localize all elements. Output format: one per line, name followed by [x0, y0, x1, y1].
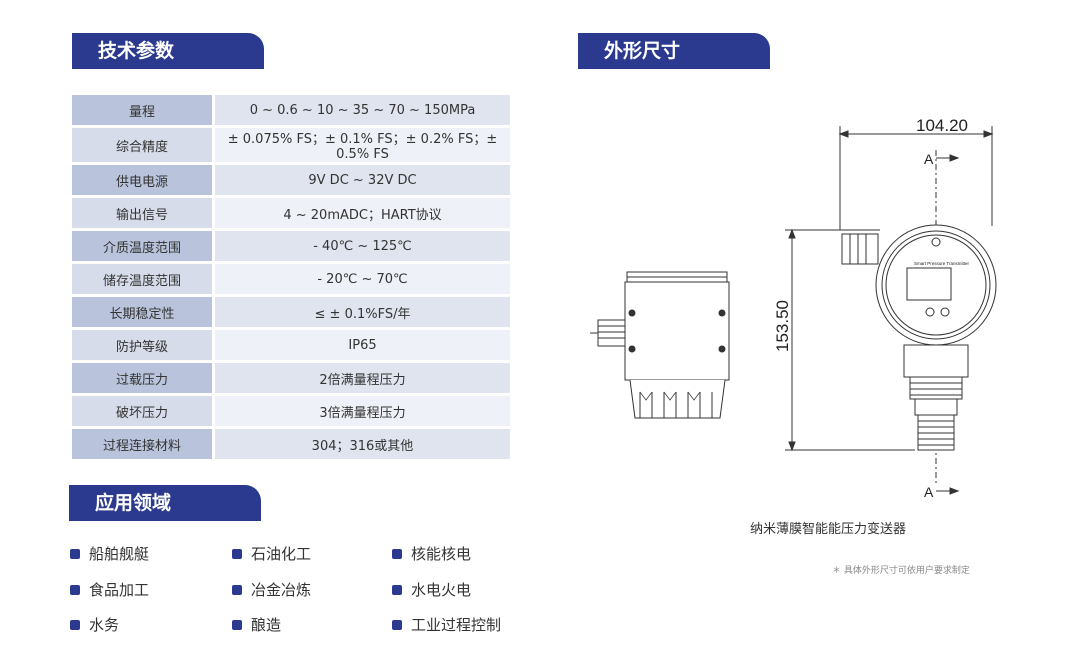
height-dimension-label: 153.50: [773, 300, 792, 352]
spec-label: 破坏压力: [72, 396, 215, 426]
dimension-drawing: 104.20 153.50 A A Smart Pressure Transmi…: [590, 116, 997, 500]
section-mark-bottom: A: [924, 484, 934, 500]
spec-label: 长期稳定性: [72, 297, 215, 327]
spec-label: 过载压力: [72, 363, 215, 393]
front-view-drawing: [785, 126, 997, 495]
application-label: 船舶舰艇: [89, 545, 150, 563]
spec-row: 介质温度范围- 40℃ ~ 125℃: [72, 231, 510, 261]
dimension-note: ＊ 具体外形尺寸可依用户要求制定: [832, 566, 970, 576]
spec-value: 9V DC ~ 32V DC: [215, 165, 510, 195]
spec-value: 4 ~ 20mADC；HART协议: [215, 198, 510, 228]
application-label: 工业过程控制: [411, 616, 502, 634]
application-item: 酿造: [232, 614, 281, 636]
application-label: 石油化工: [251, 545, 312, 563]
square-bullet-icon: [70, 585, 80, 595]
width-dimension-label: 104.20: [916, 116, 968, 135]
spec-row: 长期稳定性≤ ± 0.1%FS/年: [72, 297, 510, 327]
spec-label: 过程连接材料: [72, 429, 215, 459]
square-bullet-icon: [392, 620, 402, 630]
spec-row: 储存温度范围- 20℃ ~ 70℃: [72, 264, 510, 294]
application-item: 工业过程控制: [392, 614, 501, 636]
spec-label: 防护等级: [72, 330, 215, 360]
application-item: 核能核电: [392, 543, 471, 565]
spec-value: ± 0.075% FS；± 0.1% FS；± 0.2% FS；± 0.5% F…: [215, 128, 510, 162]
spec-row: 综合精度± 0.075% FS；± 0.1% FS；± 0.2% FS；± 0.…: [72, 128, 510, 162]
specs-section-title: 技术参数: [72, 33, 264, 69]
applications-section-title: 应用领域: [69, 485, 261, 521]
square-bullet-icon: [232, 620, 242, 630]
application-item: 石油化工: [232, 543, 311, 565]
square-bullet-icon: [70, 549, 80, 559]
spec-label: 综合精度: [72, 128, 215, 162]
application-item: 水务: [70, 614, 119, 636]
spec-label: 储存温度范围: [72, 264, 215, 294]
drawing-caption: 纳米薄膜智能能压力变送器: [750, 522, 907, 537]
spec-value: 304；316或其他: [215, 429, 510, 459]
dimensions-section-title: 外形尺寸: [578, 33, 770, 69]
section-mark-top: A: [924, 151, 934, 167]
spec-value: - 20℃ ~ 70℃: [215, 264, 510, 294]
application-label: 冶金冶炼: [251, 581, 312, 599]
application-item: 食品加工: [70, 579, 149, 601]
square-bullet-icon: [392, 549, 402, 559]
square-bullet-icon: [232, 549, 242, 559]
spec-label: 输出信号: [72, 198, 215, 228]
application-label: 水务: [89, 616, 120, 634]
square-bullet-icon: [232, 585, 242, 595]
application-item: 船舶舰艇: [70, 543, 149, 565]
square-bullet-icon: [392, 585, 402, 595]
spec-value: IP65: [215, 330, 510, 360]
application-label: 酿造: [251, 616, 282, 634]
spec-value: 2倍满量程压力: [215, 363, 510, 393]
side-view-drawing: [590, 271, 730, 419]
application-label: 食品加工: [89, 581, 150, 599]
spec-label: 量程: [72, 95, 215, 125]
application-label: 核能核电: [411, 545, 472, 563]
application-label: 水电火电: [411, 581, 472, 599]
spec-value: 0 ~ 0.6 ~ 10 ~ 35 ~ 70 ~ 150MPa: [215, 95, 510, 125]
spec-value: - 40℃ ~ 125℃: [215, 231, 510, 261]
square-bullet-icon: [70, 620, 80, 630]
spec-value: ≤ ± 0.1%FS/年: [215, 297, 510, 327]
spec-label: 供电电源: [72, 165, 215, 195]
spec-label: 介质温度范围: [72, 231, 215, 261]
spec-value: 3倍满量程压力: [215, 396, 510, 426]
application-item: 水电火电: [392, 579, 471, 601]
application-item: 冶金冶炼: [232, 579, 311, 601]
device-face-label: Smart Pressure Transmitter: [914, 261, 970, 266]
